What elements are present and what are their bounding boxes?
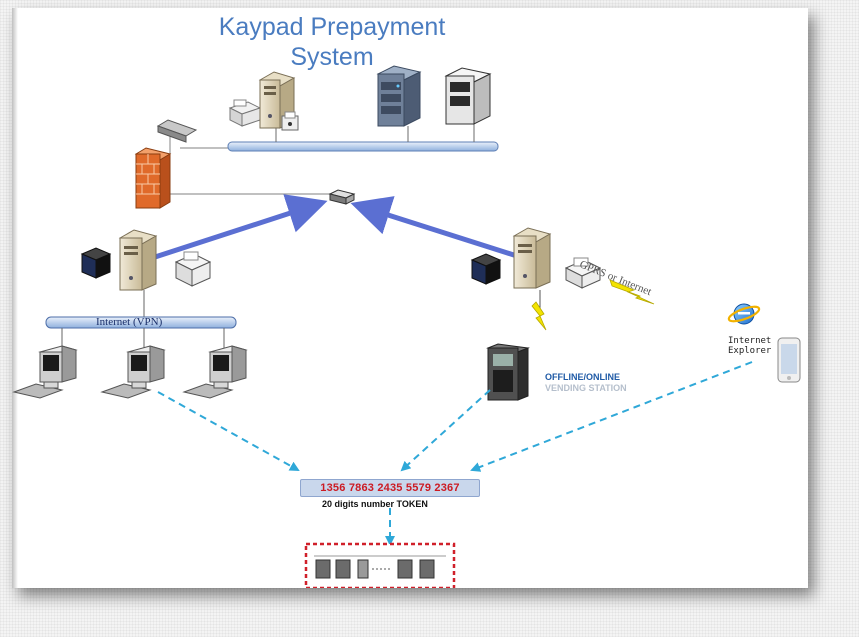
vending-label-line-1: OFFLINE/ONLINE — [545, 372, 620, 382]
energy-meter-icon — [304, 542, 456, 588]
lan-backbone — [227, 141, 499, 152]
lightning-icon — [531, 301, 547, 331]
title-line-1: Kaypad Prepayment — [218, 13, 446, 41]
token-number: 1356 7863 2435 5579 2367 — [320, 482, 460, 494]
rack-server-icon — [376, 65, 422, 127]
printer-icon — [80, 247, 112, 279]
fax-printer-icon — [281, 111, 299, 131]
fax-printer-icon — [174, 251, 212, 287]
router-icon — [156, 119, 198, 143]
fax-printer-icon — [564, 257, 602, 289]
token-caption: 20 digits number TOKEN — [322, 499, 428, 509]
ie-icon — [727, 303, 761, 325]
vending-terminal-icon — [486, 343, 530, 401]
server-icon — [444, 67, 492, 125]
lightning-icon — [609, 279, 655, 305]
ie-label: Internet Explorer — [728, 336, 772, 356]
vending-label-line-2: VENDING STATION — [545, 383, 627, 393]
smartphone-icon — [777, 337, 801, 383]
vending-station-label: OFFLINE/ONLINE VENDING STATION — [545, 372, 627, 394]
diagram-title: Kaypad Prepayment System — [182, 12, 482, 72]
printer-icon — [470, 253, 502, 285]
right-server-to-switch-arrow — [350, 196, 543, 267]
card-edge-shadow — [12, 8, 18, 588]
internet-vpn-bus — [45, 316, 237, 329]
token-box: 1356 7863 2435 5579 2367 — [300, 479, 480, 497]
firewall-icon — [134, 147, 172, 209]
workstation-icon — [182, 345, 248, 399]
left-server-to-switch-arrow — [151, 194, 328, 261]
printer-icon — [228, 99, 262, 127]
workstation-icon — [12, 345, 78, 399]
diagram-card: Kaypad Prepayment System — [12, 8, 808, 588]
workstation-icon — [100, 345, 166, 399]
token-flow-arrows — [157, 361, 753, 546]
network-diagram — [12, 65, 801, 588]
server-icon — [512, 227, 552, 289]
title-line-2: System — [290, 43, 374, 71]
internet-vpn-label: Internet (VPN) — [96, 316, 163, 328]
switch-icon — [328, 189, 356, 205]
server-icon — [118, 229, 158, 291]
